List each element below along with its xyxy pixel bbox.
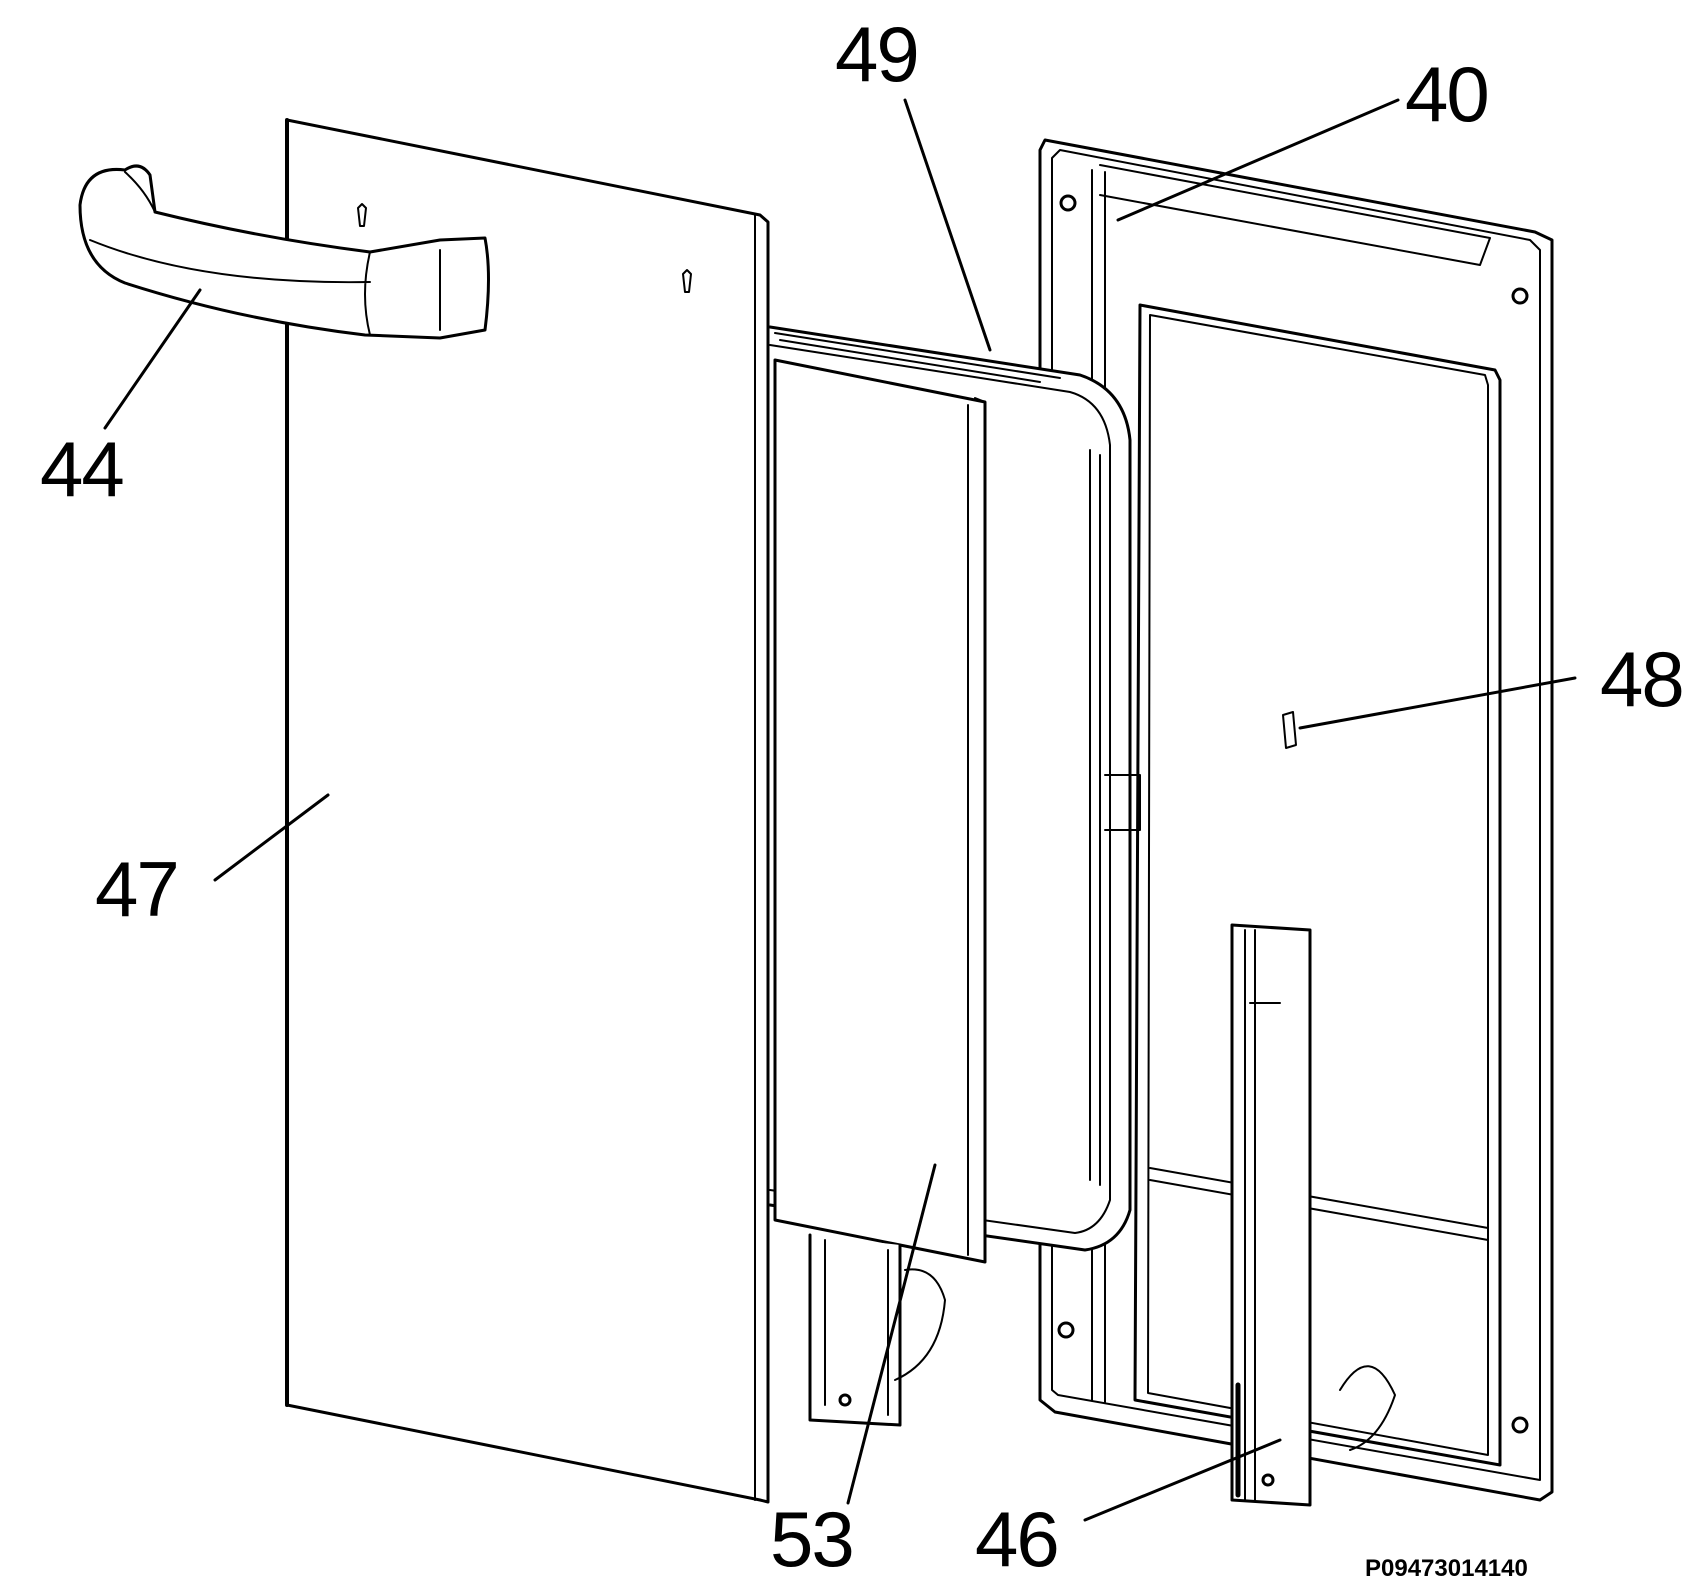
leader-53 bbox=[846, 1163, 937, 1505]
leader-49 bbox=[903, 98, 992, 352]
leader-47 bbox=[213, 793, 330, 882]
leader-lines bbox=[103, 98, 1577, 1522]
leader-48 bbox=[1298, 676, 1577, 730]
callout-49: 49 bbox=[835, 10, 920, 98]
leader-46 bbox=[1083, 1438, 1282, 1522]
hinge-46 bbox=[1230, 923, 1312, 1507]
callout-46: 46 bbox=[975, 1495, 1060, 1583]
document-id: P09473014140 bbox=[1365, 1555, 1528, 1582]
outer-door-panel-47 bbox=[285, 118, 770, 1504]
callout-44: 44 bbox=[40, 425, 125, 513]
callout-53: 53 bbox=[770, 1495, 855, 1583]
callout-48: 48 bbox=[1600, 635, 1685, 723]
leader-44 bbox=[103, 288, 202, 430]
callout-47: 47 bbox=[95, 845, 180, 933]
door-handle-44 bbox=[78, 164, 490, 340]
callout-40: 40 bbox=[1405, 50, 1490, 138]
inner-door-frame-40 bbox=[1038, 138, 1554, 1502]
leader-40 bbox=[1116, 98, 1400, 222]
glass-panel-53 bbox=[773, 358, 987, 1427]
